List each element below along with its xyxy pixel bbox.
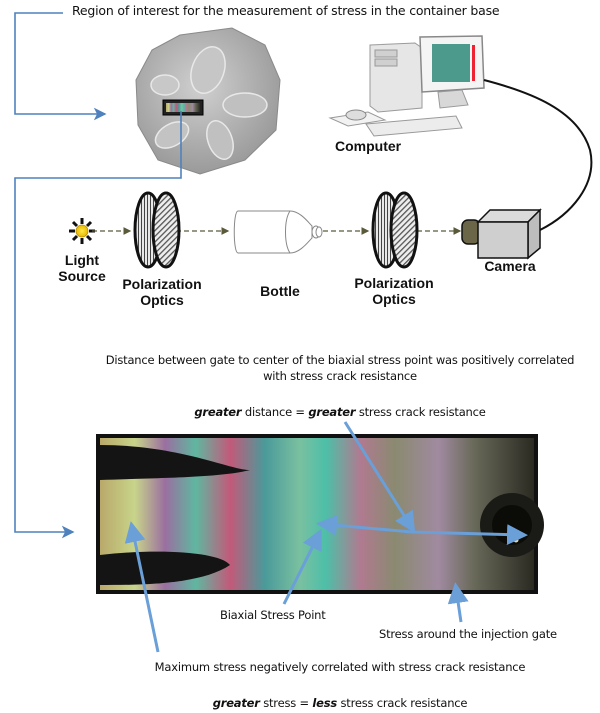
light-source-label: Light Source bbox=[57, 252, 107, 284]
callout-arrows bbox=[124, 421, 528, 653]
polarizer-2-label: Polarization Optics bbox=[344, 275, 444, 307]
camera-label: Camera bbox=[484, 258, 536, 274]
polarizer-2-label-line2: Optics bbox=[372, 291, 416, 307]
finding-1-rule-end: stress crack resistance bbox=[355, 405, 486, 419]
finding-2-rule: greater stress = less stress crack resis… bbox=[80, 696, 600, 710]
light-source-label-line2: Source bbox=[58, 268, 106, 284]
bottle-label: Bottle bbox=[260, 283, 300, 299]
finding-1-rule-em1: greater bbox=[194, 405, 242, 419]
roi-connector-top bbox=[14, 12, 107, 121]
finding-1-rule-em2: greater bbox=[308, 405, 356, 419]
computer-icon bbox=[328, 35, 485, 137]
polarizer-1-label: Polarization Optics bbox=[112, 276, 212, 308]
polarizer-1-label-line1: Polarization bbox=[122, 276, 202, 292]
cable bbox=[483, 79, 593, 231]
photoelastic-image bbox=[96, 434, 544, 594]
finding-2-rule-mid: stress = bbox=[259, 696, 313, 710]
light-source-icon bbox=[69, 218, 95, 244]
biaxial-stress-point-label: Biaxial Stress Point bbox=[220, 608, 326, 622]
roi-connector-bottom bbox=[14, 111, 182, 539]
finding-2-text: Maximum stress negatively correlated wit… bbox=[154, 660, 526, 674]
finding-2-rule-end: stress crack resistance bbox=[337, 696, 468, 710]
bottle-icon bbox=[233, 210, 323, 254]
light-source-label-line1: Light bbox=[64, 252, 100, 268]
polarizer-1-icon bbox=[133, 191, 181, 269]
top-caption: Region of interest for the measurement o… bbox=[72, 3, 500, 18]
polarizer-2-icon bbox=[371, 191, 419, 269]
injection-gate-label: Stress around the injection gate bbox=[379, 627, 557, 641]
container-base-image bbox=[135, 27, 281, 175]
computer-label: Computer bbox=[335, 138, 402, 154]
finding-1-line2: with stress crack resistance bbox=[263, 369, 417, 383]
finding-2-rule-em1: greater bbox=[212, 696, 260, 710]
finding-2-rule-em2: less bbox=[312, 696, 338, 710]
polarizer-2-label-line1: Polarization bbox=[354, 275, 434, 291]
finding-1-rule-mid: distance = bbox=[241, 405, 309, 419]
finding-1-rule: greater distance = greater stress crack … bbox=[80, 405, 600, 419]
camera-icon bbox=[461, 208, 542, 260]
finding-1-text: Distance between gate to center of the b… bbox=[80, 353, 600, 383]
polarizer-1-label-line2: Optics bbox=[140, 292, 184, 308]
finding-1-line1: Distance between gate to center of the b… bbox=[105, 353, 575, 367]
